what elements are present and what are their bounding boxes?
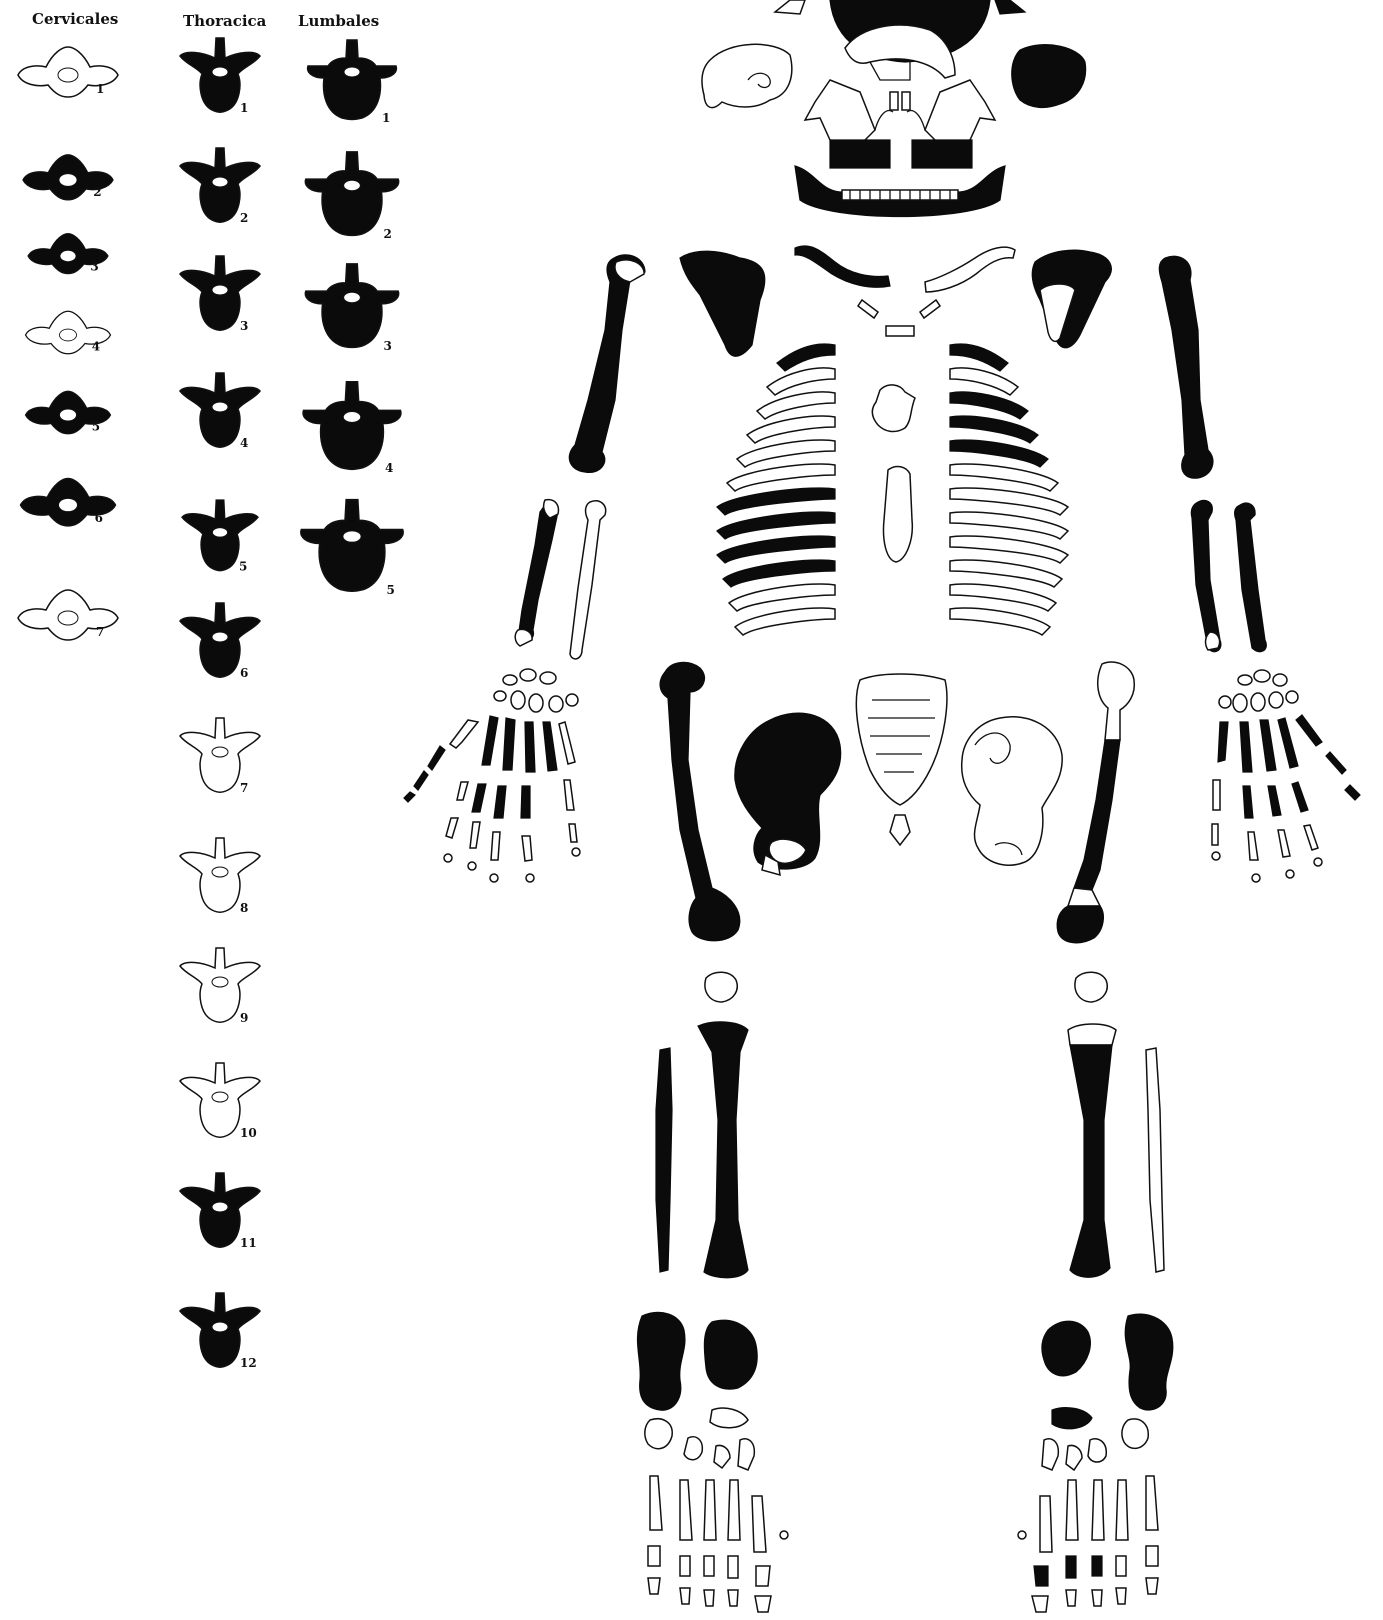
shoulder-girdle xyxy=(680,246,1111,356)
rib-right-8 xyxy=(950,512,1068,539)
rib-left-9 xyxy=(717,536,835,563)
rib-right-2 xyxy=(950,368,1018,395)
rib-left-2 xyxy=(767,368,835,395)
rib-left-10 xyxy=(723,560,835,587)
rib-right-3 xyxy=(950,392,1028,419)
rib-right-6 xyxy=(950,464,1058,491)
rib-left-11 xyxy=(729,584,835,611)
humeri xyxy=(569,255,1213,478)
rib-right-5 xyxy=(950,440,1048,467)
rib-left-3 xyxy=(757,392,835,419)
rib-left-5 xyxy=(737,440,835,467)
skull xyxy=(702,0,1086,217)
rib-left-12 xyxy=(735,608,835,635)
rib-left-7 xyxy=(717,488,835,515)
lower-legs xyxy=(656,1022,1164,1278)
left-hand xyxy=(404,669,580,882)
rib-right-10 xyxy=(950,560,1062,587)
patellae xyxy=(705,972,1107,1002)
right-foot xyxy=(1018,1314,1173,1612)
rib-right-9 xyxy=(950,536,1068,563)
right-hand xyxy=(1212,670,1360,882)
rib-left-1 xyxy=(777,344,835,371)
rib-right-11 xyxy=(950,584,1056,611)
pelvis xyxy=(735,674,1062,875)
sternum xyxy=(872,385,915,562)
rib-right-1 xyxy=(950,344,1008,371)
left-foot xyxy=(637,1312,788,1612)
rib-right-7 xyxy=(950,488,1068,515)
rib-right-12 xyxy=(950,608,1050,635)
rib-left-6 xyxy=(727,464,835,491)
rib-right-4 xyxy=(950,416,1038,443)
rib-left-4 xyxy=(747,416,835,443)
rib-left-8 xyxy=(717,512,835,539)
